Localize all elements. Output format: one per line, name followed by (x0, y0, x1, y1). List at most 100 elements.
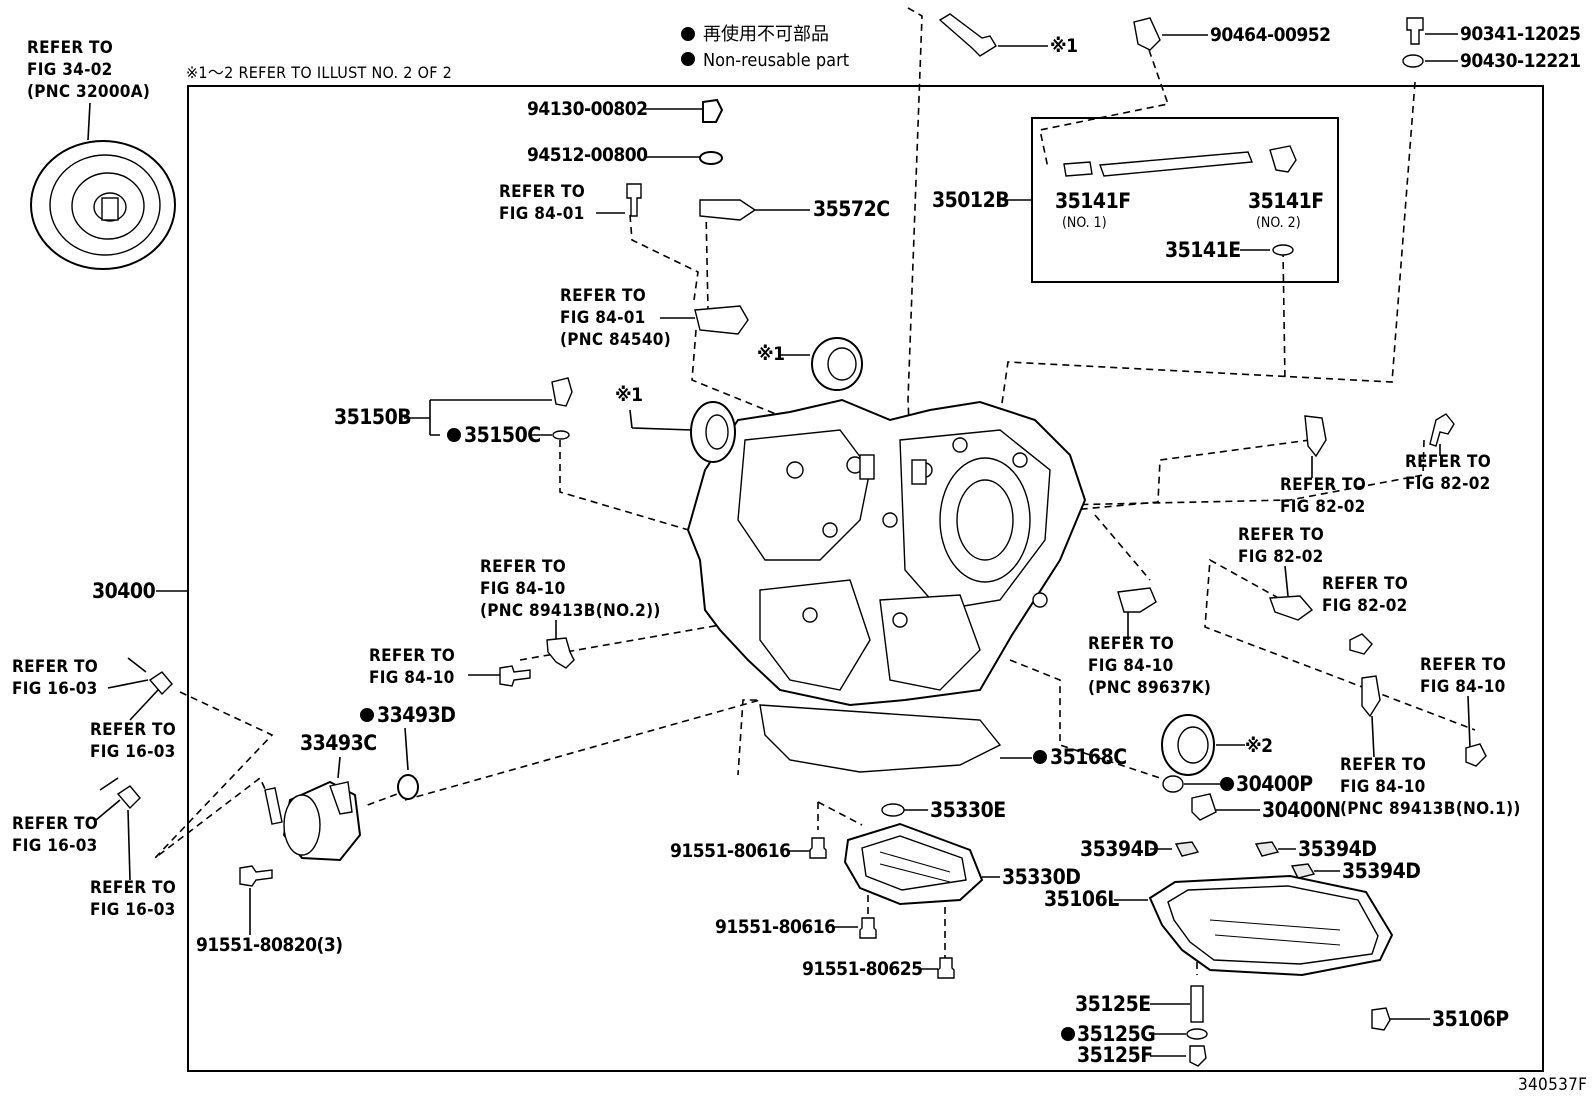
ref-16-03-b[interactable]: REFER TO FIG 16-03 (90, 689, 176, 762)
ref-82-02-a[interactable]: REFER TO FIG 82-02 (1280, 415, 1366, 517)
ref-82-02-a-line1: REFER TO (1280, 475, 1366, 495)
ref-16-03-a-line2: FIG 16-03 (12, 679, 98, 699)
legend-non-reusable-en: Non-reusable part (703, 50, 849, 71)
part-35125E[interactable]: 35125E (1075, 985, 1204, 1023)
ref-84-10-a[interactable]: REFER TO FIG 84-10 (PNC 89413B(NO.2)) (480, 557, 661, 669)
bolt-icon (859, 917, 877, 939)
shift-shaft-group[interactable]: 35012B 35141F (NO. 1) 35141F (NO. 2) 351… (932, 117, 1339, 283)
figure-id: 340537F (1518, 1075, 1587, 1095)
label-35141F-no2-sub: (NO. 2) (1256, 215, 1301, 231)
label-35330E: 35330E (930, 798, 1006, 822)
label-30400N: 30400N (1262, 798, 1341, 822)
label-33493C: 33493C (300, 731, 377, 755)
part-35106P[interactable]: 35106P (1371, 1007, 1510, 1031)
oil-seal-mark2[interactable]: ※2 (1161, 714, 1273, 776)
bolt-icon (1465, 743, 1487, 767)
part-35330E[interactable]: 35330E (881, 798, 1006, 822)
ref-16-03-d-line1: REFER TO (90, 878, 176, 898)
label-35572C: 35572C (813, 197, 890, 221)
part-33493C[interactable]: 33493C (264, 731, 377, 862)
illust-note: ※1～2 REFER TO ILLUST NO. 2 OF 2 (186, 63, 452, 82)
ref-16-03-a[interactable]: REFER TO FIG 16-03 (12, 657, 173, 699)
ref-82-02-d[interactable]: REFER TO FIG 82-02 (1322, 574, 1408, 655)
plug-icon (1191, 793, 1217, 821)
part-91551-80820[interactable]: 91551-80820(3) (196, 865, 343, 956)
oil-seal-left[interactable]: ※1 (615, 384, 736, 463)
label-35394D-c: 35394D (1342, 859, 1420, 883)
label-35150C: 35150C (464, 423, 541, 447)
part-35572C[interactable]: 35572C (699, 197, 890, 221)
ref-84-10-b[interactable]: REFER TO FIG 84-10 (369, 646, 531, 688)
ref-84-10-e[interactable]: REFER TO FIG 84-10 (PNC 89413B(NO.1)) (1340, 675, 1521, 819)
part-94512-00800[interactable]: 94512-00800 (527, 144, 723, 166)
part-90464-00952[interactable]: 90464-00952 (1133, 17, 1331, 51)
ref-16-03-b-line2: FIG 16-03 (90, 742, 176, 762)
part-35125G[interactable]: 35125G (1061, 1022, 1208, 1046)
ref-84-01-b[interactable]: REFER TO FIG 84-01 (PNC 84540) (560, 286, 749, 350)
part-35394D-a[interactable]: 35394D (1080, 837, 1200, 861)
speed-sensor-icon (546, 637, 575, 669)
sensor-switch-icon (694, 305, 749, 335)
part-91551-80625[interactable]: 91551-80625 (802, 957, 955, 980)
label-91551-80820: 91551-80820(3) (196, 934, 343, 956)
label-35141F-no2: 35141F (1248, 189, 1324, 213)
part-35150C[interactable]: 35150C (447, 423, 570, 447)
ref-16-03-c[interactable]: REFER TO FIG 16-03 (12, 777, 141, 856)
part-35330D[interactable]: 35330D (843, 822, 1081, 906)
label-35125G: 35125G (1077, 1022, 1155, 1046)
part-30400N[interactable]: 30400N (1191, 793, 1341, 822)
label-35394D-b: 35394D (1298, 837, 1376, 861)
ref-16-03-c-line2: FIG 16-03 (12, 836, 98, 856)
ref-84-10-b-line2: FIG 84-10 (369, 668, 455, 688)
ref-82-02-b[interactable]: REFER TO FIG 82-02 (1405, 413, 1491, 494)
breather-plug-icon (551, 377, 573, 407)
part-90341-12025[interactable]: 90341-12025 (1406, 17, 1581, 45)
part-35394D-b[interactable]: 35394D (1254, 837, 1377, 861)
ref-84-10-e-line1: REFER TO (1340, 755, 1426, 775)
label-90430-12221: 90430-12221 (1460, 50, 1581, 72)
ref-16-03-d[interactable]: REFER TO FIG 16-03 (90, 809, 176, 920)
magnet-icon (1290, 863, 1316, 879)
bolt-mark1-top[interactable]: ※1 (938, 13, 1078, 57)
ref-84-01-a[interactable]: REFER TO FIG 84-01 (499, 182, 642, 224)
legend-dot-en (681, 52, 695, 66)
part-30400P[interactable]: 30400P (1162, 772, 1314, 796)
ref-84-10-c[interactable]: REFER TO FIG 84-10 (PNC 89637K) (1088, 587, 1211, 698)
bolt-icon (937, 957, 955, 979)
label-30400P: 30400P (1236, 772, 1313, 796)
bracket-icon (1304, 415, 1327, 458)
ref-84-10-d-line1: REFER TO (1420, 655, 1506, 675)
oil-seal-upper[interactable]: ※1 (757, 337, 863, 391)
ref-84-10-e-line3: (PNC 89413B(NO.1)) (1340, 799, 1521, 819)
part-35106L[interactable]: 35106L (1044, 874, 1394, 977)
part-91551-80616-a[interactable]: 91551-80616 (670, 837, 827, 862)
part-91551-80616-b[interactable]: 91551-80616 (715, 916, 877, 939)
transaxle-case[interactable]: 30400 (92, 398, 1087, 707)
case-bottom-seal-35168C[interactable]: 35168C (759, 704, 1127, 773)
ref-84-10-d[interactable]: REFER TO FIG 84-10 (1420, 655, 1506, 767)
label-90341-12025: 90341-12025 (1460, 23, 1581, 45)
label-94130-00802: 94130-00802 (527, 98, 648, 120)
mark2: ※2 (1245, 735, 1273, 757)
bracket-icon (1269, 595, 1314, 621)
part-33493D[interactable]: 33493D (360, 703, 456, 800)
ref-84-01-b-line1: REFER TO (560, 286, 646, 306)
ref-82-02-d-line1: REFER TO (1322, 574, 1408, 594)
ref-82-02-c-line1: REFER TO (1238, 525, 1324, 545)
part-94130-00802[interactable]: 94130-00802 (527, 98, 724, 123)
mark1-upper: ※1 (757, 343, 785, 365)
ref-84-01-a-line2: FIG 84-01 (499, 204, 585, 224)
o-ring-icon (397, 774, 419, 800)
part-35125F[interactable]: 35125F (1077, 1043, 1207, 1067)
ref-82-02-c[interactable]: REFER TO FIG 82-02 (1238, 525, 1324, 621)
bolt-icon (239, 865, 273, 887)
part-90430-12221[interactable]: 90430-12221 (1402, 50, 1581, 72)
bolt-icon (1429, 413, 1455, 447)
torque-converter-ref[interactable]: REFER TO FIG 34-02 (PNC 32000A) (27, 38, 176, 270)
part-35394D-c[interactable]: 35394D (1290, 859, 1421, 883)
label-35141F-no1: 35141F (1055, 189, 1131, 213)
speed-sensor-icon (1361, 675, 1381, 718)
part-35150B[interactable]: 35150B (334, 377, 573, 436)
converter-ref-line3: (PNC 32000A) (27, 82, 150, 102)
label-35141E: 35141E (1165, 238, 1241, 262)
